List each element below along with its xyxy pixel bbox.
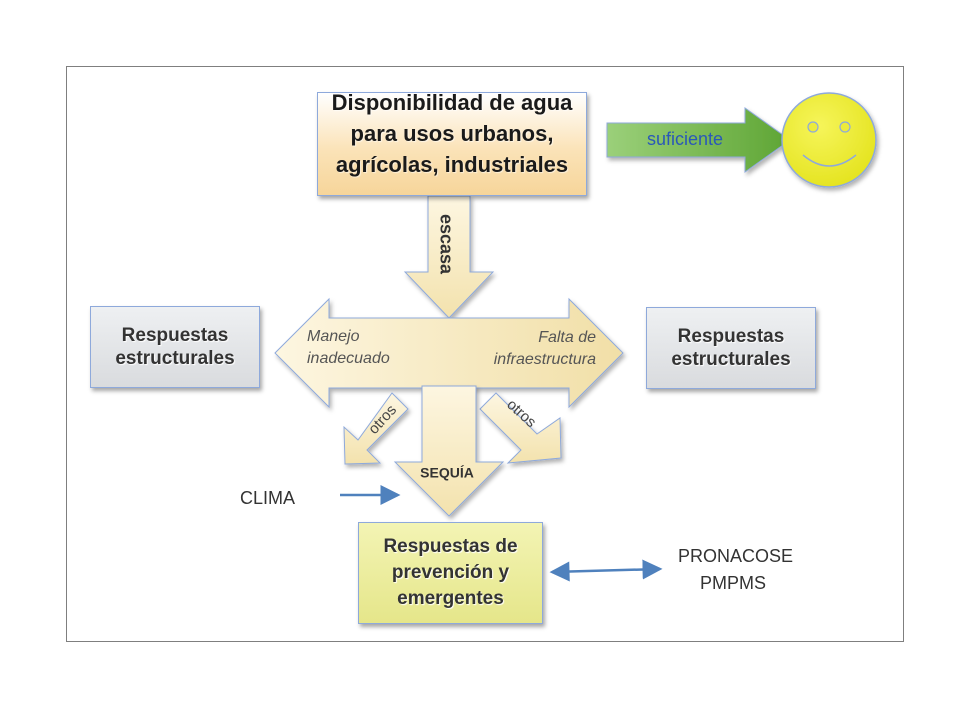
sufficient-label: suficiente xyxy=(647,129,723,149)
sufficient-arrow xyxy=(606,107,791,173)
clima-label: CLIMA xyxy=(240,488,296,508)
lack-infrastructure-label: Falta de infraestructura xyxy=(493,329,596,368)
double-arrow xyxy=(274,297,624,409)
diagram-frame xyxy=(66,66,904,642)
structural-responses-left-box: Respuestas estructurales xyxy=(90,306,260,388)
scarce-arrow xyxy=(403,195,495,319)
scarce-label: escasa xyxy=(436,214,456,275)
program-pmpms: PMPMS xyxy=(699,573,766,593)
poor-management-label: Manejo inadecuado xyxy=(307,328,390,367)
drought-label: SEQUÍA xyxy=(420,465,474,481)
programs-connector xyxy=(549,559,663,582)
otros-right-arrow xyxy=(479,392,562,464)
prevention-responses-box: Respuestas de prevención y emergentes xyxy=(358,522,543,624)
program-pronacose: PRONACOSE xyxy=(678,546,794,566)
programs-list: PRONACOSE PMPMS xyxy=(678,546,794,594)
smiley-face-icon xyxy=(781,92,877,188)
water-availability-box: Disponibilidad de agua para usos urbanos… xyxy=(317,90,587,196)
otros-left-arrow xyxy=(343,392,409,465)
drought-arrow xyxy=(393,385,505,517)
structural-responses-right-box: Respuestas estructurales xyxy=(646,307,816,389)
